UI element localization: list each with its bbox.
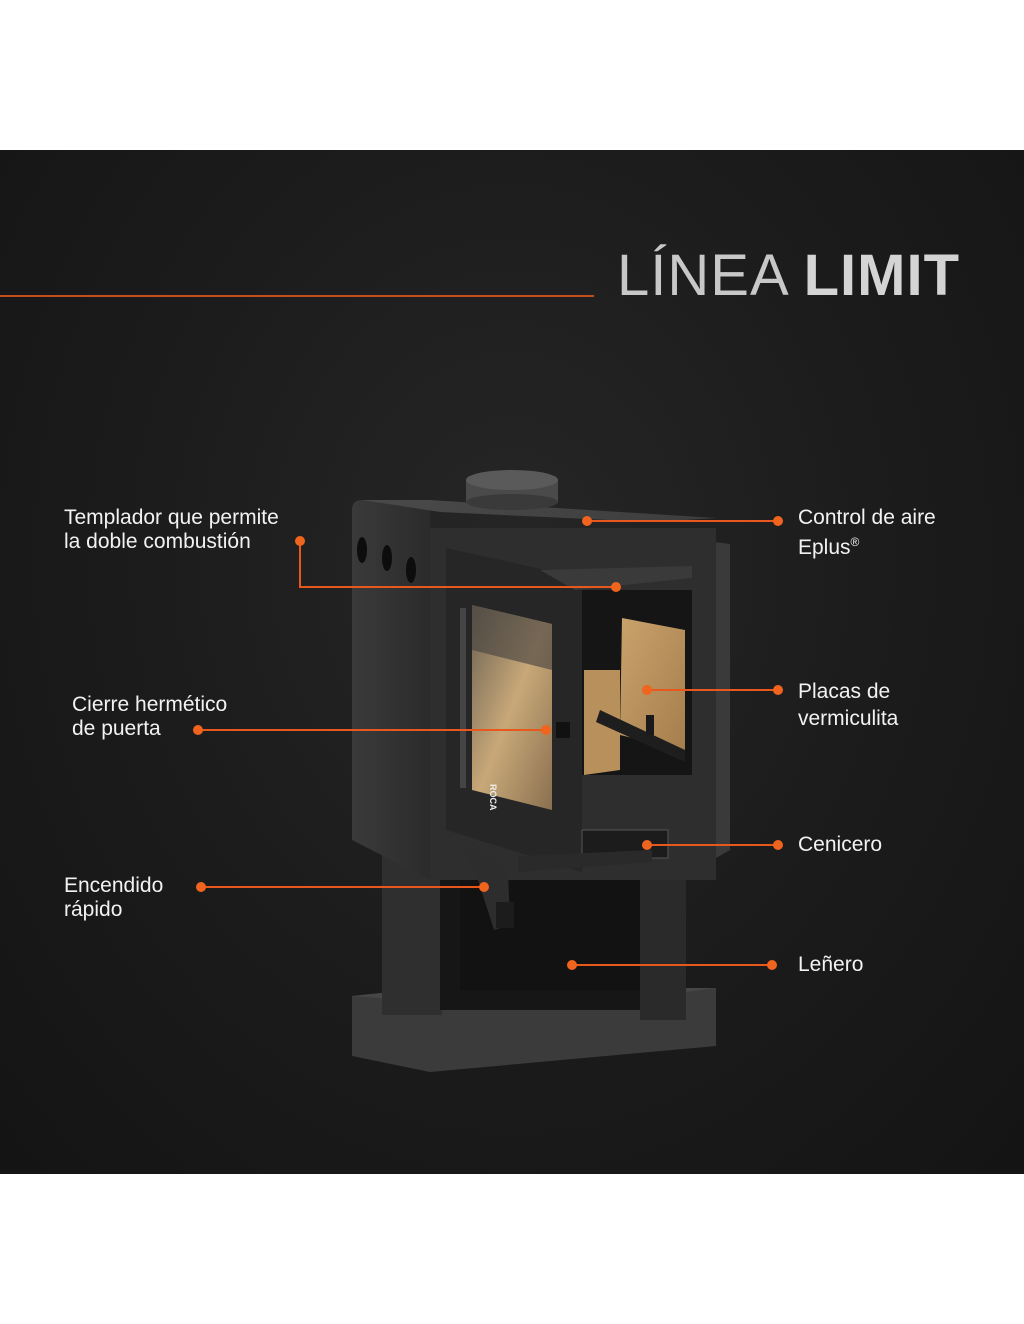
- callout-line-placas: [647, 689, 779, 691]
- callout-cierre-line1: Cierre hermético: [72, 693, 228, 716]
- callout-dot: [541, 725, 551, 735]
- callout-placas-line1: Placas de: [798, 680, 891, 703]
- callout-control-aire-line2-wrap: Eplus®: [798, 530, 936, 560]
- callout-label-encendido: Encendido rápido: [64, 874, 163, 922]
- callout-dot: [196, 882, 206, 892]
- callout-dot: [582, 516, 592, 526]
- callout-placas-line2: vermiculita: [798, 707, 899, 730]
- callout-dot: [773, 840, 783, 850]
- stove-body-side: [352, 500, 430, 880]
- callout-dot: [567, 960, 577, 970]
- callout-dot: [479, 882, 489, 892]
- callout-line-encendido: [201, 886, 484, 888]
- vermiculite-plate-back: [620, 618, 685, 750]
- callout-lenero-line1: Leñero: [798, 953, 864, 976]
- title-bold: LIMIT: [803, 243, 960, 308]
- callout-dot: [767, 960, 777, 970]
- page-title: LÍNEA LIMIT: [617, 242, 960, 309]
- title-light: LÍNEA: [617, 243, 787, 308]
- callout-line-cenicero: [647, 844, 779, 846]
- air-hole-3: [406, 557, 416, 583]
- callout-label-placas: Placas de vermiculita: [798, 678, 898, 732]
- air-hole-2: [382, 545, 392, 571]
- registered-mark: ®: [850, 535, 860, 549]
- callout-line-cierre: [198, 729, 547, 731]
- callout-line-templador-v: [299, 541, 301, 587]
- damper-bar: [540, 566, 692, 590]
- callout-control-aire-line2: Eplus: [798, 536, 851, 559]
- hero-panel: LÍNEA LIMIT: [0, 150, 1024, 1174]
- callout-dot: [773, 685, 783, 695]
- callout-encendido-line1: Encendido: [64, 874, 164, 897]
- callout-dot: [611, 582, 621, 592]
- door-brand: ROCA: [488, 784, 498, 811]
- callout-label-cierre: Cierre hermético de puerta: [72, 693, 227, 741]
- stove-illustration: [352, 470, 730, 1072]
- title-underline: [0, 295, 594, 297]
- callout-dot: [642, 685, 652, 695]
- callout-line-control-aire: [586, 520, 778, 522]
- callout-control-aire-line1: Control de aire: [798, 506, 936, 529]
- callout-templador-line1: Templador que permite: [64, 506, 279, 529]
- callout-cierre-line2: de puerta: [72, 717, 161, 740]
- callout-cenicero-line1: Cenicero: [798, 833, 883, 856]
- callout-dot: [295, 536, 305, 546]
- callout-dot: [773, 516, 783, 526]
- callout-dot: [642, 840, 652, 850]
- callout-label-templador: Templador que permite la doble combustió…: [64, 506, 279, 554]
- air-hole-1: [357, 537, 367, 563]
- door-handle: [556, 722, 570, 738]
- callout-label-lenero: Leñero: [798, 953, 863, 977]
- callout-label-control-aire: Control de aire Eplus®: [798, 506, 936, 560]
- callout-line-lenero: [572, 964, 773, 966]
- callout-line-templador-h: [299, 586, 616, 588]
- callout-templador-line2: la doble combustión: [64, 530, 251, 553]
- callout-encendido-line2: rápido: [64, 898, 123, 921]
- callout-label-cenicero: Cenicero: [798, 833, 882, 857]
- callout-dot: [193, 725, 203, 735]
